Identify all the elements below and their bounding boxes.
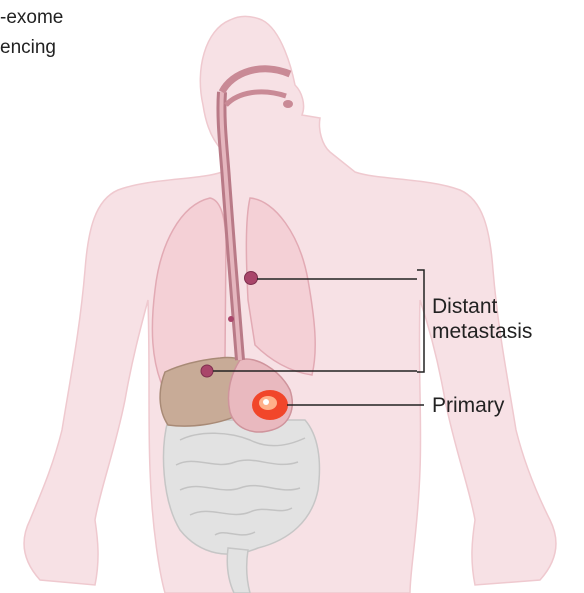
metastasis-nodule-liver	[201, 365, 213, 377]
metastasis-nodule-lung	[245, 272, 258, 285]
metastasis-nodule-small	[228, 316, 234, 322]
distant-metastasis-label-line-1: Distant	[432, 294, 532, 319]
primary-label: Primary	[432, 393, 504, 418]
caption-line-1: -exome	[0, 3, 63, 33]
distant-metastasis-label: Distant metastasis	[432, 294, 532, 344]
caption-line-2: encing	[0, 33, 63, 63]
cropped-caption: -exome encing	[0, 3, 63, 63]
distant-metastasis-label-line-2: metastasis	[432, 319, 532, 344]
primary-tumor	[252, 390, 288, 420]
